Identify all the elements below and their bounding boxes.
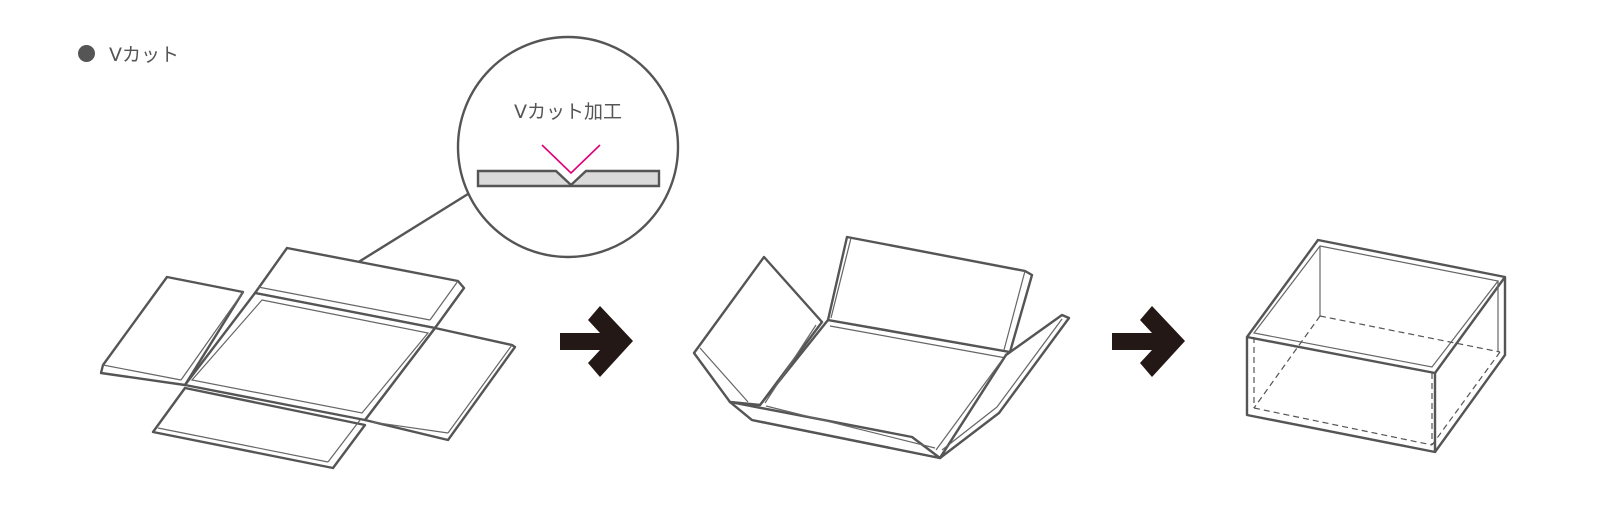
legend-marker: [78, 45, 95, 62]
callout-circle: Vカット加工: [456, 35, 680, 259]
arrow-right-icon: [560, 306, 633, 377]
v-cut-mark: [541, 144, 601, 175]
folding-board: [692, 235, 1071, 460]
legend: Vカット: [78, 40, 179, 67]
assembled-box: [1245, 238, 1507, 454]
callout-label: Vカット加工: [514, 101, 622, 123]
arrow-right-icon: [1112, 306, 1185, 377]
legend-label: Vカット: [109, 44, 179, 66]
flat-board: [99, 246, 517, 470]
board-cross-section: [476, 169, 661, 188]
